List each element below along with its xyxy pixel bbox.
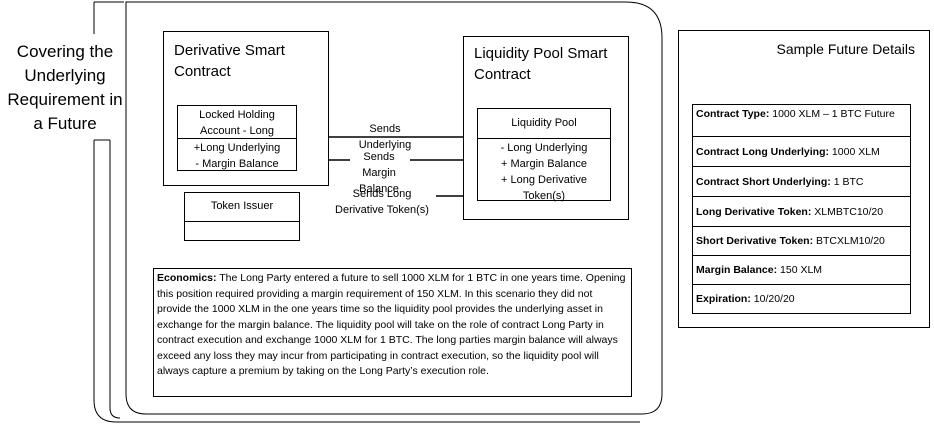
detail-row-long-underlying: Contract Long Underlying: 1000 XLM xyxy=(693,137,910,167)
detail-row-expiration: Expiration: 10/20/20 xyxy=(693,285,910,313)
detail-value: 1 BTC xyxy=(833,175,864,188)
details-table: Contract Type: 1000 XLM – 1 BTC Future C… xyxy=(692,104,911,314)
detail-row-short-underlying: Contract Short Underlying: 1 BTC xyxy=(693,167,910,197)
liquidity-pool-title: Liquidity Pool xyxy=(478,109,610,139)
detail-label: Long Derivative Token: xyxy=(696,205,812,218)
detail-label: Margin Balance: xyxy=(696,264,778,276)
label-sends-token: Sends Long Derivative Token(s) xyxy=(335,188,429,216)
detail-label: Short Derivative Token: xyxy=(696,235,814,247)
detail-label: Contract Short Underlying: xyxy=(696,175,831,188)
pool-line-2: + Margin Balance xyxy=(501,158,587,170)
token-issuer: Token Issuer xyxy=(184,192,300,241)
pool-line-3: + Long Derivative Token(s) xyxy=(501,174,587,202)
locked-holding-account: Locked Holding Account - Long +Long Unde… xyxy=(177,105,297,171)
detail-label: Expiration: xyxy=(696,293,751,305)
liquidity-title: Liquidity Pool Smart Contract xyxy=(474,45,608,83)
stacked-page-middle xyxy=(109,140,121,419)
detail-label: Contract Type: xyxy=(696,108,770,120)
detail-value: XLMBTC10/20 xyxy=(814,205,884,218)
pool-line-1: - Long Underlying xyxy=(500,142,588,154)
stacked-page-back xyxy=(93,2,640,423)
detail-value: 1000 XLM – 1 BTC Future xyxy=(772,108,895,120)
detail-value: 150 XLM xyxy=(780,264,823,276)
derivative-title: Derivative Smart Contract xyxy=(174,42,285,80)
locked-line-1: +Long Underlying xyxy=(193,142,281,154)
detail-row-contract-type: Contract Type: 1000 XLM – 1 BTC Future xyxy=(693,105,910,137)
economics-text: The Long Party entered a future to sell … xyxy=(157,272,626,377)
detail-row-margin-balance: Margin Balance: 150 XLM xyxy=(693,256,910,285)
detail-value: BTCXLM10/20 xyxy=(816,235,885,247)
label-sends-underlying: Sends Underlying xyxy=(358,123,412,151)
side-title: Covering the Underlying Requirement in a… xyxy=(7,42,123,133)
liquidity-pool: Liquidity Pool - Long Underlying + Margi… xyxy=(477,108,611,202)
detail-row-long-token: Long Derivative Token: XLMBTC10/20 xyxy=(693,197,910,227)
detail-row-short-token: Short Derivative Token: BTCXLM10/20 xyxy=(693,227,910,256)
locked-line-2: - Margin Balance xyxy=(195,158,279,170)
economics-box: Economics: The Long Party entered a futu… xyxy=(153,268,632,397)
token-issuer-label: Token Issuer xyxy=(185,193,299,222)
economics-label: Economics: xyxy=(157,272,217,284)
detail-value: 1000 XLM xyxy=(831,145,880,158)
detail-label: Contract Long Underlying: xyxy=(696,145,829,158)
detail-value: 10/20/20 xyxy=(753,293,795,305)
label-sends-margin: Sends Margin Balance xyxy=(359,151,399,195)
locked-holding-title: Locked Holding Account - Long xyxy=(178,106,296,139)
details-title: Sample Future Details xyxy=(776,41,915,57)
